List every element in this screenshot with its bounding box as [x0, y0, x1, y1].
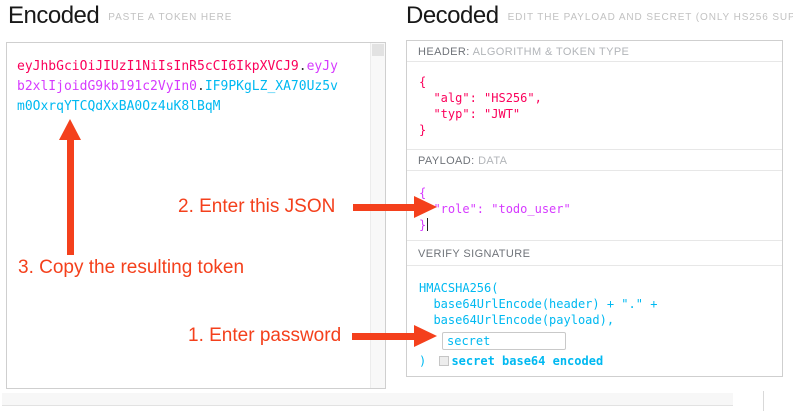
- divider-line: [763, 391, 764, 411]
- decoded-title-row: Decoded EDIT THE PAYLOAD AND SECRET (ONLY…: [406, 2, 793, 30]
- payload-label-primary: PAYLOAD:: [418, 155, 475, 167]
- encoded-scrollbar-track[interactable]: [370, 43, 385, 388]
- decoded-panel: HEADER: ALGORITHM & TOKEN TYPE { "alg": …: [406, 40, 783, 377]
- secret-input[interactable]: [442, 332, 566, 350]
- json-line: "role": "todo_user": [419, 202, 571, 216]
- header-label-secondary: ALGORITHM & TOKEN TYPE: [472, 46, 630, 58]
- token-payload-segment: eyJyb2xlIjoidG9kb191c2VyIn0: [17, 59, 338, 94]
- encoded-title: Encoded: [8, 2, 100, 29]
- text-cursor: [427, 218, 429, 231]
- token-signature-segment: IF9PKgLZ_XA70Uz5vm0OxrqYTCQdXxBA0Oz4uK8l…: [17, 79, 338, 114]
- json-line: "alg": "HS256",: [419, 91, 542, 105]
- base64-option-row: ) secret base64 encoded: [419, 353, 782, 369]
- decoded-subtitle: EDIT THE PAYLOAD AND SECRET (ONLY HS256 …: [507, 12, 793, 23]
- horizontal-scrollbar-track[interactable]: [2, 393, 733, 406]
- payload-label-secondary: DATA: [478, 155, 508, 167]
- code-close-paren: ): [419, 354, 434, 368]
- encoded-scrollbar-thumb[interactable]: [372, 44, 384, 56]
- step3-arrow-head-icon: [59, 119, 81, 140]
- step3-arrow-shaft: [67, 138, 74, 255]
- encoded-title-row: Encoded PASTE A TOKEN HERE: [8, 2, 232, 30]
- encoded-subtitle: PASTE A TOKEN HERE: [108, 12, 233, 23]
- header-label-primary: HEADER:: [418, 46, 470, 58]
- token-separator: .: [298, 59, 307, 74]
- code-line: base64UrlEncode(header) + "." +: [419, 297, 658, 311]
- step1-arrow-head-icon: [414, 325, 437, 347]
- payload-section-label: PAYLOAD: DATA: [407, 150, 782, 171]
- base64-encoded-label: secret base64 encoded: [451, 354, 604, 368]
- step3-annotation: 3. Copy the resulting token: [18, 257, 245, 278]
- json-line: "typ": "JWT": [419, 107, 521, 121]
- signature-code-block: HMACSHA256( base64UrlEncode(header) + ".…: [407, 266, 782, 376]
- signature-section-label: VERIFY SIGNATURE: [407, 241, 782, 266]
- base64-encoded-checkbox[interactable]: [439, 356, 450, 366]
- header-json-editor[interactable]: { "alg": "HS256", "typ": "JWT" }: [407, 62, 782, 150]
- json-line: {: [419, 75, 427, 89]
- token-separator: .: [197, 79, 205, 94]
- header-section-label: HEADER: ALGORITHM & TOKEN TYPE: [407, 41, 782, 62]
- step2-annotation: 2. Enter this JSON: [178, 196, 336, 217]
- code-line: base64UrlEncode(payload),: [419, 313, 615, 327]
- json-line: }: [419, 123, 427, 137]
- json-line: {: [419, 186, 427, 200]
- step1-arrow-shaft: [352, 333, 415, 340]
- json-line: }: [419, 217, 782, 233]
- encoded-token-editor[interactable]: eyJhbGciOiJIUzI1NiIsInR5cCI6IkpXVCJ9.eyJ…: [6, 42, 386, 389]
- json-line-text: }: [419, 218, 427, 232]
- step1-annotation: 1. Enter password: [188, 325, 342, 346]
- step2-arrow-head-icon: [414, 196, 437, 218]
- encoded-token-text[interactable]: eyJhbGciOiJIUzI1NiIsInR5cCI6IkpXVCJ9.eyJ…: [17, 57, 342, 117]
- decoded-title: Decoded: [406, 2, 499, 29]
- code-line: HMACSHA256(: [419, 281, 499, 295]
- token-header-segment: eyJhbGciOiJIUzI1NiIsInR5cCI6IkpXVCJ9: [17, 59, 299, 74]
- payload-json-editor[interactable]: { "role": "todo_user" }: [407, 171, 782, 241]
- step2-arrow-shaft: [353, 204, 415, 211]
- signature-label: VERIFY SIGNATURE: [418, 248, 531, 260]
